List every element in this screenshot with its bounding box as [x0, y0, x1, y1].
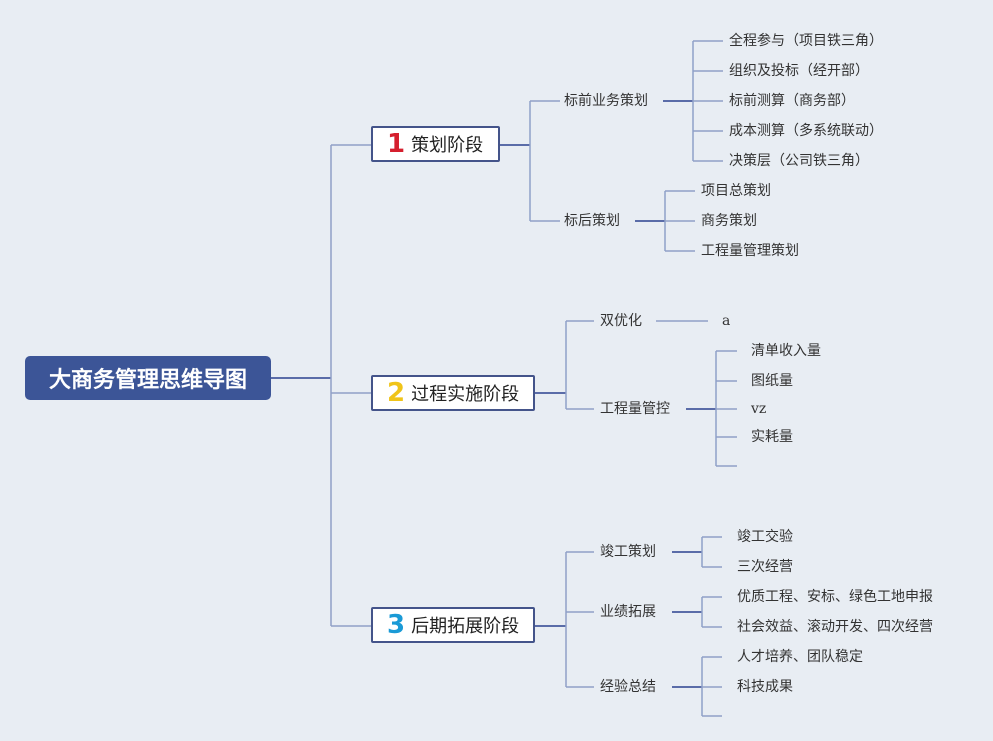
branch-3-1[interactable]: 竣工策划 — [600, 544, 656, 560]
leaf-3-1-2[interactable]: 三次经营 — [737, 559, 793, 575]
leaf-1-1-4[interactable]: 成本测算（多系统联动） — [729, 123, 883, 139]
branch-3-2[interactable]: 业绩拓展 — [600, 604, 656, 620]
stage-1-number: 1 — [387, 129, 406, 159]
branch-3-3[interactable]: 经验总结 — [600, 679, 656, 695]
stage-2-node[interactable]: 2 过程实施阶段 — [371, 375, 535, 411]
leaf-2-2-3[interactable]: vz — [751, 401, 767, 417]
leaf-3-1-1[interactable]: 竣工交验 — [737, 529, 793, 545]
leaf-2-2-1[interactable]: 清单收入量 — [751, 343, 821, 359]
stage-1-label: 策划阶段 — [411, 135, 484, 156]
leaf-3-3-1[interactable]: 人才培养、团队稳定 — [737, 649, 863, 665]
leaf-1-2-3[interactable]: 工程量管理策划 — [701, 243, 799, 259]
branch-2-2[interactable]: 工程量管控 — [600, 401, 670, 417]
leaf-3-2-1[interactable]: 优质工程、安标、绿色工地申报 — [737, 589, 933, 605]
leaf-3-2-2[interactable]: 社会效益、滚动开发、四次经营 — [737, 619, 933, 635]
stage-3-label: 后期拓展阶段 — [411, 616, 520, 637]
leaf-2-2-2[interactable]: 图纸量 — [751, 373, 793, 389]
leaf-1-1-5[interactable]: 决策层（公司铁三角） — [729, 153, 869, 169]
leaf-1-1-3[interactable]: 标前测算（商务部） — [729, 93, 855, 109]
stage-3-number: 3 — [387, 610, 406, 640]
leaf-3-3-2[interactable]: 科技成果 — [737, 679, 793, 695]
leaf-1-2-1[interactable]: 项目总策划 — [701, 183, 771, 199]
leaf-1-1-2[interactable]: 组织及投标（经开部） — [729, 63, 869, 79]
stage-3-node[interactable]: 3 后期拓展阶段 — [371, 607, 535, 643]
stage-2-label: 过程实施阶段 — [411, 384, 520, 405]
stage-1-node[interactable]: 1 策划阶段 — [371, 126, 500, 162]
leaf-1-2-2[interactable]: 商务策划 — [701, 213, 757, 229]
branch-2-1[interactable]: 双优化 — [600, 313, 642, 329]
leaf-2-1-1[interactable]: a — [722, 313, 731, 329]
leaf-2-2-4[interactable]: 实耗量 — [751, 429, 793, 445]
root-node[interactable]: 大商务管理思维导图 — [25, 356, 271, 400]
leaf-1-1-1[interactable]: 全程参与（项目铁三角） — [729, 33, 883, 49]
branch-1-2[interactable]: 标后策划 — [564, 213, 620, 229]
stage-2-number: 2 — [387, 378, 406, 408]
branch-1-1[interactable]: 标前业务策划 — [564, 93, 648, 109]
